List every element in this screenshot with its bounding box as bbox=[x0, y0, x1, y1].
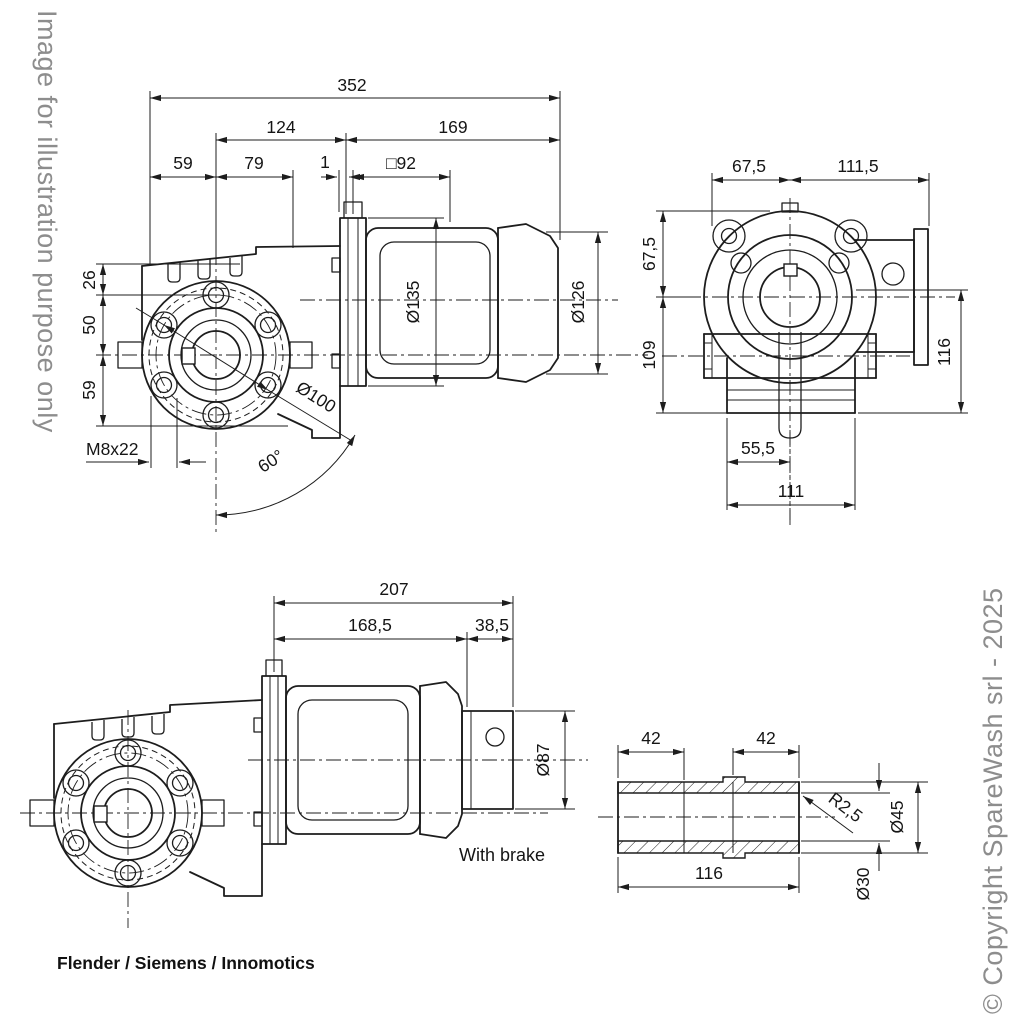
dim-outer-dia: Ø45 bbox=[887, 800, 907, 833]
dim-body-length: 168,5 bbox=[348, 615, 392, 635]
front-view-dimensions: 67,5 111,5 67,5 109 116 55,5 111 bbox=[639, 156, 968, 520]
gear-case-front bbox=[703, 332, 877, 439]
motor bbox=[331, 201, 559, 387]
motor-flange-face bbox=[703, 202, 877, 384]
motor-body bbox=[365, 227, 499, 379]
dim-brake-length: 38,5 bbox=[475, 615, 509, 635]
dim-square-flange: □92 bbox=[386, 153, 416, 173]
brake-release-hole bbox=[485, 727, 505, 747]
brake-housing bbox=[461, 710, 514, 810]
dim-overall-length: 352 bbox=[337, 75, 366, 95]
brake-view-dimensions: 207 168,5 38,5 Ø87 With brake bbox=[273, 579, 575, 865]
shaft-section bbox=[617, 776, 800, 859]
dim-lower-height: 109 bbox=[639, 340, 659, 369]
output-flange-brake bbox=[53, 738, 203, 888]
hollow-shaft-view: 42 42 116 R2,5 Ø45 Ø30 bbox=[598, 728, 928, 901]
dim-flange-dia: Ø135 bbox=[403, 281, 423, 324]
watermark-left: Image for illustration purpose only bbox=[32, 10, 62, 433]
dim-motor-height: 116 bbox=[934, 338, 954, 366]
diameter-dimensions: Ø135 Ø126 bbox=[368, 217, 608, 387]
dim-right-depth: 42 bbox=[756, 728, 775, 748]
dim-motor-dia: Ø126 bbox=[568, 281, 588, 324]
dim-shaft-length: 116 bbox=[695, 863, 723, 883]
dim-bore-dia: Ø30 bbox=[853, 867, 873, 900]
dim-stud: M8x22 bbox=[86, 439, 139, 459]
dim-hub-width: 79 bbox=[244, 153, 263, 173]
keyway-notch bbox=[181, 347, 196, 365]
dim-brake-dia: Ø87 bbox=[533, 743, 553, 776]
dim-front-to-flange: 124 bbox=[266, 117, 295, 137]
side-view-vertical-dimensions: 26 50 59 bbox=[79, 263, 288, 427]
brands-footer: Flender / Siemens / Innomotics bbox=[57, 953, 315, 973]
dim-lower-spacing: 59 bbox=[79, 380, 99, 399]
shaft-dimensions: 42 42 116 R2,5 Ø45 Ø30 bbox=[617, 728, 928, 901]
cable-gland bbox=[881, 262, 905, 286]
dim-motor-length: 169 bbox=[438, 117, 467, 137]
motor-with-brake bbox=[253, 659, 514, 845]
brake-view: 207 168,5 38,5 Ø87 With brake bbox=[20, 579, 588, 928]
dim-left-offset: 59 bbox=[173, 153, 192, 173]
watermark-right: © Copyright SpareWash srl - 2025 bbox=[978, 587, 1008, 1014]
dim-body-width: 111 bbox=[778, 481, 805, 501]
dim-brake-overall: 207 bbox=[379, 579, 408, 599]
front-view: 67,5 111,5 67,5 109 116 55,5 111 bbox=[639, 156, 968, 525]
dim-bolt-angle: 60° bbox=[254, 445, 287, 476]
dim-fillet-radius: R2,5 bbox=[825, 788, 867, 826]
dim-half-width: 55,5 bbox=[741, 438, 775, 458]
keyway-notch bbox=[783, 263, 798, 277]
dim-upper-height: 67,5 bbox=[639, 237, 659, 271]
dim-left-width: 67,5 bbox=[732, 156, 766, 176]
dim-right-width: 111,5 bbox=[837, 156, 878, 176]
motor-side-silhouette bbox=[854, 228, 929, 366]
with-brake-caption: With brake bbox=[459, 845, 545, 865]
dim-bolt-circle: Ø100 bbox=[293, 377, 340, 417]
dim-gap: 1 bbox=[320, 152, 330, 172]
motor-end-cap bbox=[497, 223, 559, 383]
side-view: 352 124 169 59 79 1 □92 26 50 59 bbox=[79, 75, 648, 532]
dim-upper-spacing: 50 bbox=[79, 315, 99, 335]
bolt-circle bbox=[155, 294, 277, 416]
side-view-dimensions: 352 124 169 59 79 1 □92 bbox=[149, 75, 561, 264]
dim-top-offset: 26 bbox=[79, 270, 99, 289]
stud-callout: M8x22 bbox=[86, 396, 206, 468]
dim-left-depth: 42 bbox=[641, 728, 660, 748]
